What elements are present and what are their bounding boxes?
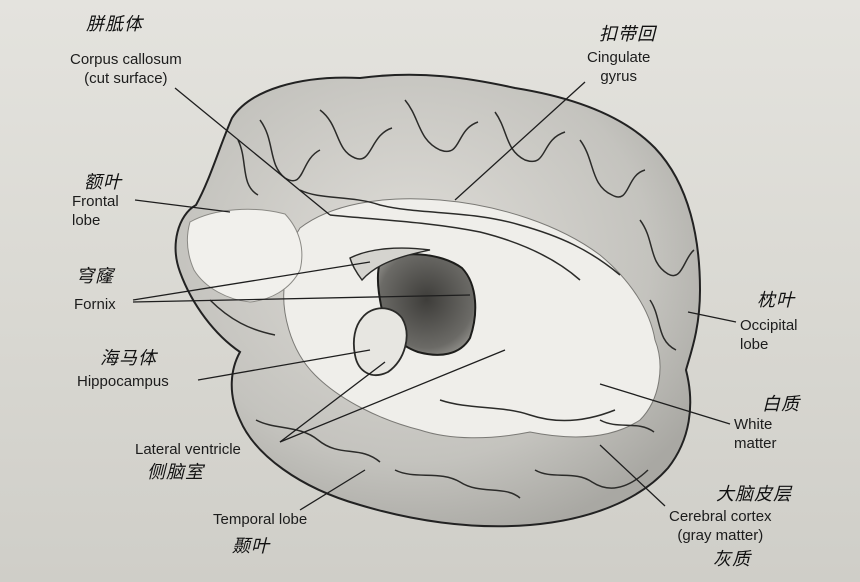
cingulate-gyrus-label: Cingulate gyrus [587,49,651,85]
hippocampus-label: Hippocampus [77,373,169,390]
lateral-ventricle-label: Lateral ventricle [135,441,241,458]
lateral-ventricle-label-zh: 侧脑室 [147,462,204,483]
hippocampus-shape [352,307,408,377]
cerebral-cortex-label-zh: 大脑皮层 [716,484,792,505]
frontal-lobe-label-zh: 额叶 [84,172,122,193]
hippocampus-label-zh: 海马体 [100,348,157,369]
cingulate-gyrus-label-zh: 扣带回 [599,24,656,45]
occipital-lobe-label: Occipital lobe [740,317,798,353]
gyri-lines [209,99,695,499]
leader-lines [132,81,737,511]
occipital-lobe-label-zh: 枕叶 [757,290,795,311]
fornix-label: Fornix [74,296,116,313]
white-matter-label-zh: 白质 [762,394,800,415]
temporal-lobe-label: Temporal lobe [213,511,308,528]
white-matter-label: White matter [734,416,777,452]
frontal-white-matter [186,208,303,303]
corpus-callosum-label: Corpus callosum (cut surface) [70,51,182,87]
frontal-lobe-label: Frontal lobe [72,193,119,229]
gray-matter-label-zh: 灰质 [713,549,751,570]
corpus-callosum-label-zh: 胼胝体 [86,14,143,35]
cerebral-cortex-label: Cerebral cortex (gray matter) [669,508,772,544]
temporal-lobe-label-zh: 颞叶 [232,536,270,557]
fornix-shape [349,247,431,282]
fornix-label-zh: 穹窿 [76,266,114,287]
